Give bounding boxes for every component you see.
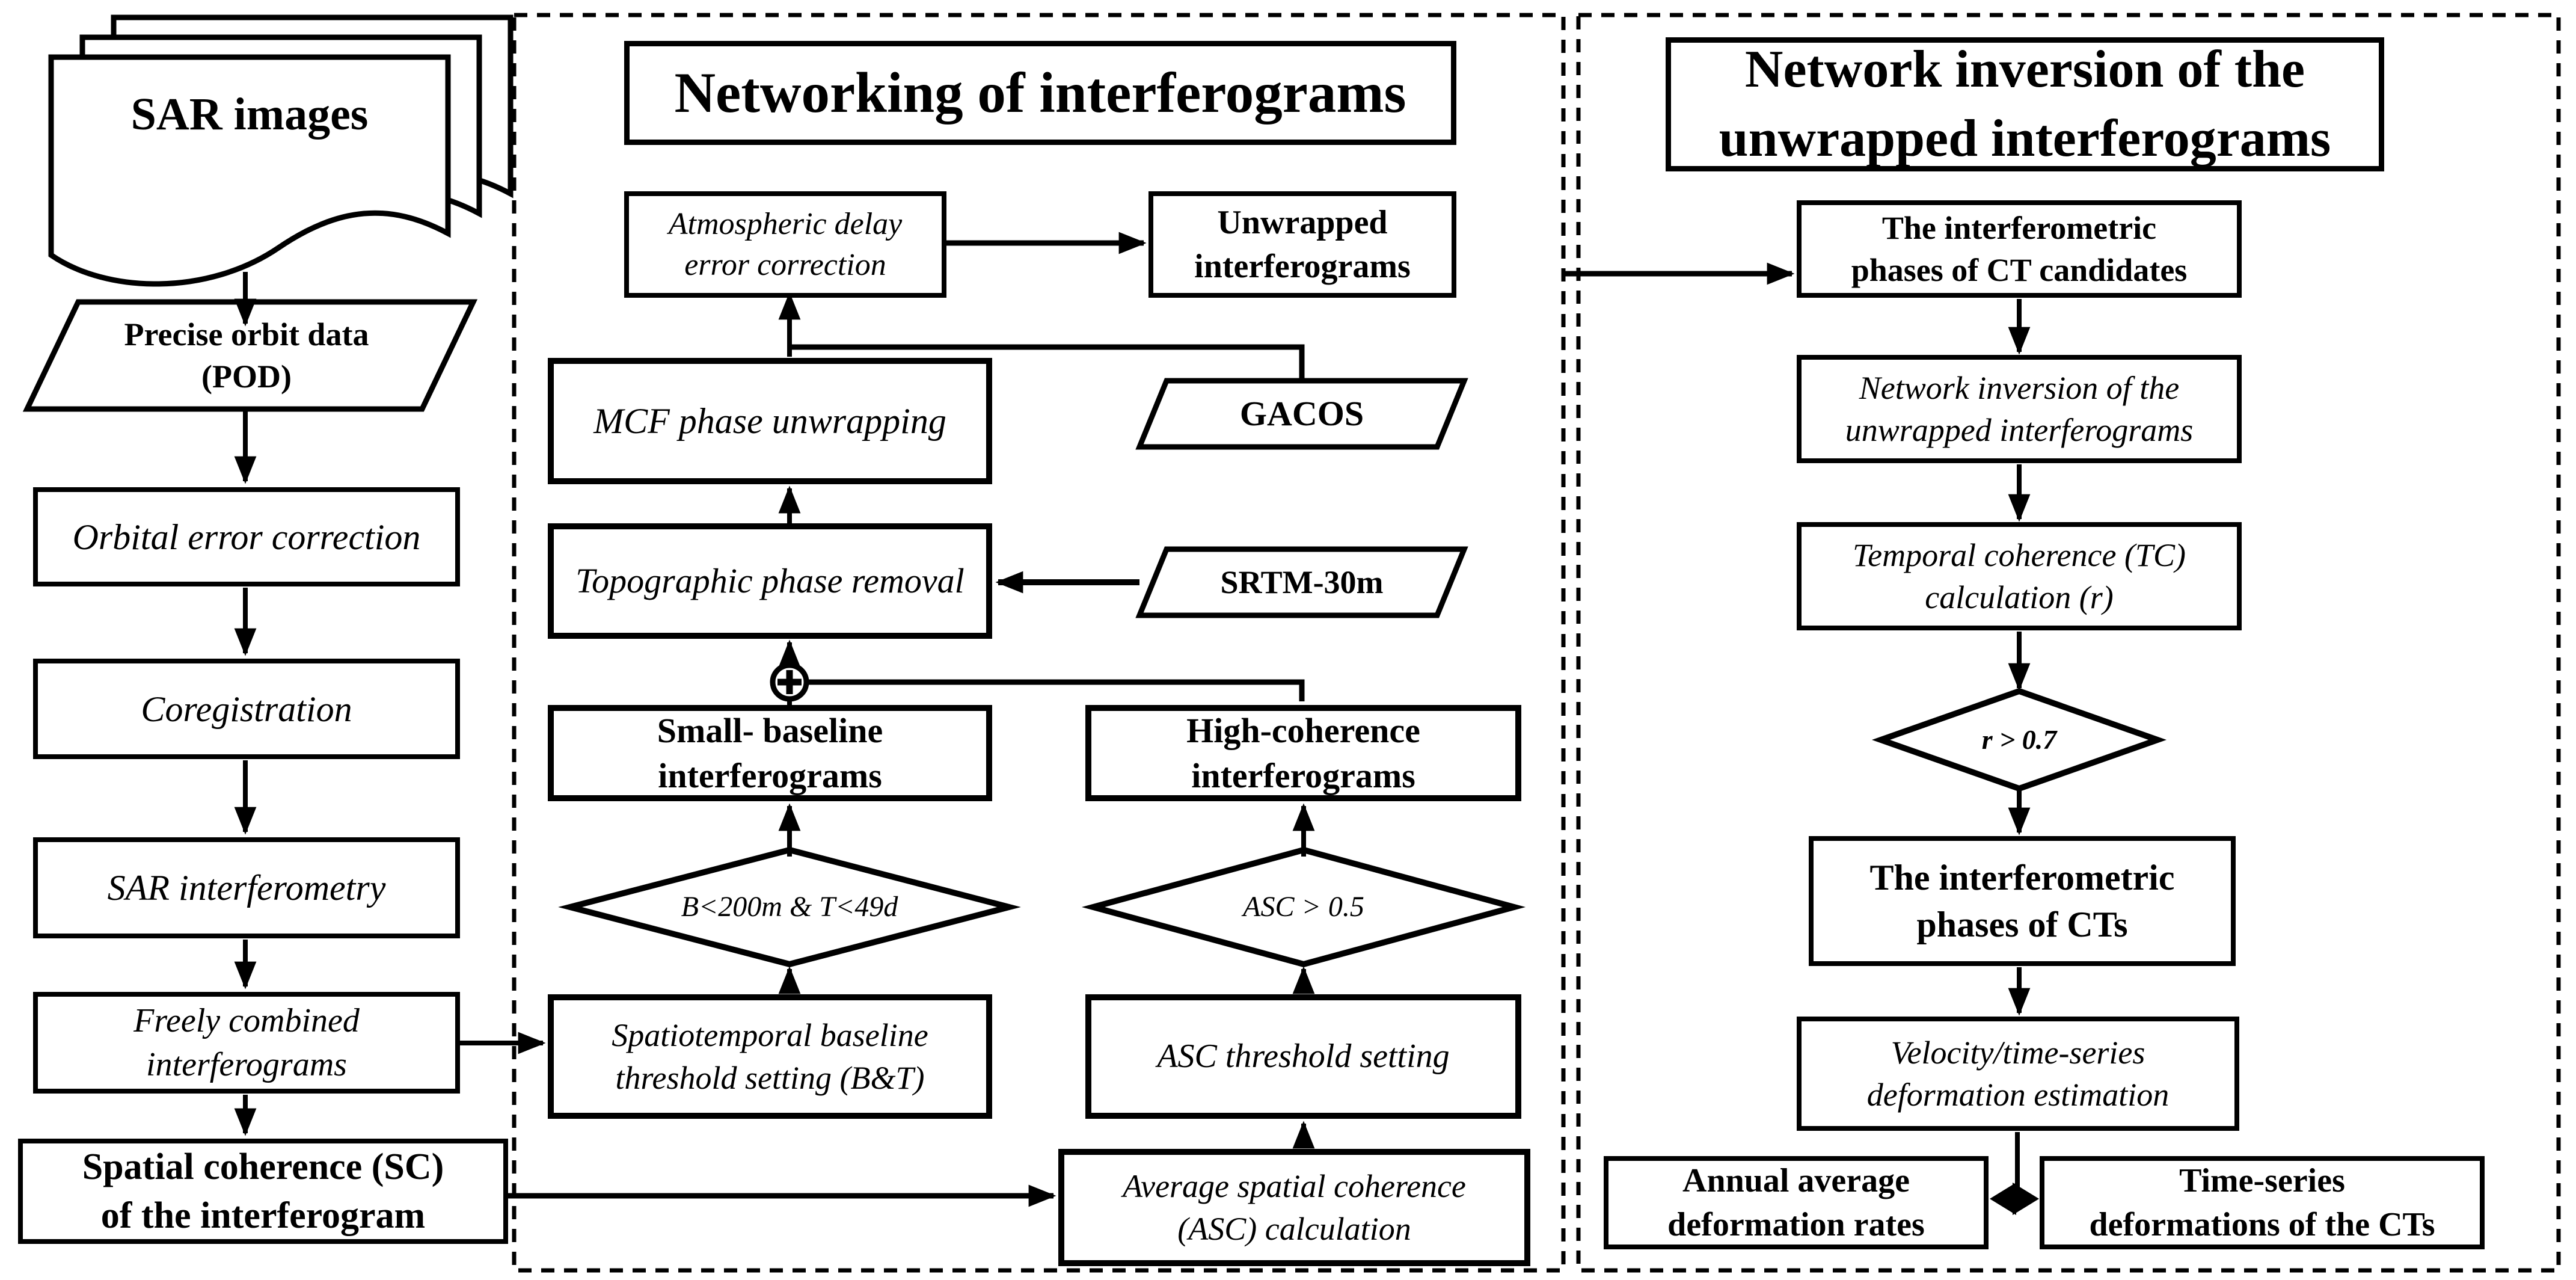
bt-condition-diamond xyxy=(558,846,1021,968)
bt-condition-label: B<200m & T<49d xyxy=(681,890,898,923)
inversion-panel-title: Network inversion of the unwrapped inter… xyxy=(1666,37,2384,171)
sar-images-label: SAR images xyxy=(130,88,369,140)
r-condition-diamond xyxy=(1871,688,2167,792)
node-ct-candidates: The interferometric phases of CT candida… xyxy=(1797,200,2242,298)
asc-condition-label: ASC > 0.5 xyxy=(1243,890,1364,923)
node-mcf-phase-unwrapping: MCF phase unwrapping xyxy=(548,358,992,484)
node-orbital-error-correction: Orbital error correction xyxy=(33,487,460,586)
node-asc-threshold-setting: ASC threshold setting xyxy=(1085,994,1521,1119)
node-small-baseline-interferograms: Small- baseline interferograms xyxy=(548,705,992,801)
node-asc-calculation: Average spatial coherence (ASC) calculat… xyxy=(1058,1149,1530,1266)
node-topographic-phase-removal: Topographic phase removal xyxy=(548,523,992,639)
node-network-inversion: Network inversion of the unwrapped inter… xyxy=(1797,355,2242,463)
node-ct-phases: The interferometric phases of CTs xyxy=(1809,836,2236,966)
inversion-panel-border xyxy=(1576,13,2561,1273)
srtm-label: SRTM-30m xyxy=(1220,564,1384,600)
node-spatiotemporal-threshold: Spatiotemporal baseline threshold settin… xyxy=(548,994,992,1119)
sar-document-front-icon xyxy=(48,54,451,287)
double-arrow-left-head xyxy=(1990,1183,2016,1215)
node-timeseries-deformations: Time-series deformations of the CTs xyxy=(2040,1156,2485,1249)
gacos-label: GACOS xyxy=(1239,394,1364,434)
pod-parallelogram xyxy=(22,299,478,412)
pod-label: Precise orbit data (POD) xyxy=(124,316,369,395)
node-atmospheric-delay-correction: Atmospheric delay error correction xyxy=(624,191,946,298)
node-unwrapped-interferograms: Unwrapped interferograms xyxy=(1148,191,1456,298)
node-sar-interferometry: SAR interferometry xyxy=(33,837,460,938)
node-high-coherence-interferograms: High-coherence interferograms xyxy=(1085,705,1521,801)
double-arrow-right-head xyxy=(2013,1183,2039,1215)
node-spatial-coherence: Spatial coherence (SC) of the interferog… xyxy=(18,1139,508,1244)
node-freely-combined-interferograms: Freely combined interferograms xyxy=(33,992,460,1094)
node-temporal-coherence: Temporal coherence (TC) calculation (r) xyxy=(1797,522,2242,630)
r-condition-label: r > 0.7 xyxy=(1981,724,2057,755)
node-coregistration: Coregistration xyxy=(33,659,460,759)
node-velocity-estimation: Velocity/time-series deformation estimat… xyxy=(1797,1017,2239,1131)
networking-panel-title: Networking of interferograms xyxy=(624,41,1456,145)
srtm-parallelogram xyxy=(1135,546,1468,618)
node-annual-deformation-rates: Annual average deformation rates xyxy=(1604,1156,1989,1249)
connector-merge-to-high-coherence xyxy=(806,679,1305,701)
asc-condition-diamond xyxy=(1081,846,1526,968)
gacos-parallelogram xyxy=(1135,378,1468,450)
networking-panel-border xyxy=(512,13,1566,1273)
connector-gacos-to-mcf-line xyxy=(790,344,1305,379)
